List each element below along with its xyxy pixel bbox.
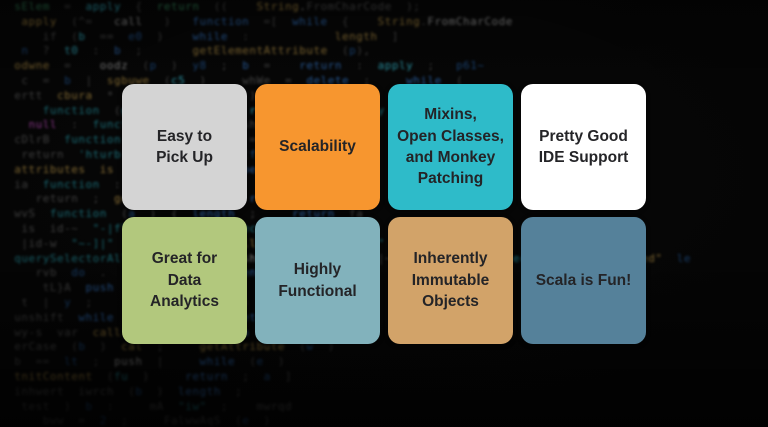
feature-card-7: Inherently Immutable Objects: [388, 217, 513, 344]
feature-card-label: Great for Data Analytics: [150, 250, 219, 311]
feature-card-2: Scalability: [255, 84, 380, 210]
feature-card-6: Highly Functional: [255, 217, 380, 344]
feature-card-1: Easy to Pick Up: [122, 84, 247, 210]
feature-card-label: Mixins, Open Classes, and Monkey Patchin…: [397, 106, 504, 188]
feature-card-label: Scala is Fun!: [535, 271, 632, 289]
feature-card-label: Easy to Pick Up: [156, 127, 213, 166]
feature-card-8: Scala is Fun!: [521, 217, 646, 344]
feature-card-3: Mixins, Open Classes, and Monkey Patchin…: [388, 84, 513, 210]
feature-card-label: Scalability: [279, 138, 356, 156]
feature-card-5: Great for Data Analytics: [122, 217, 247, 344]
feature-card-label: Inherently Immutable Objects: [411, 250, 490, 311]
card-grid: Easy to Pick Up Scalability Mixins, Open…: [122, 84, 646, 344]
feature-card-4: Pretty Good IDE Support: [521, 84, 646, 210]
feature-card-label: Pretty Good IDE Support: [538, 127, 629, 166]
feature-card-label: Highly Functional: [278, 261, 357, 300]
